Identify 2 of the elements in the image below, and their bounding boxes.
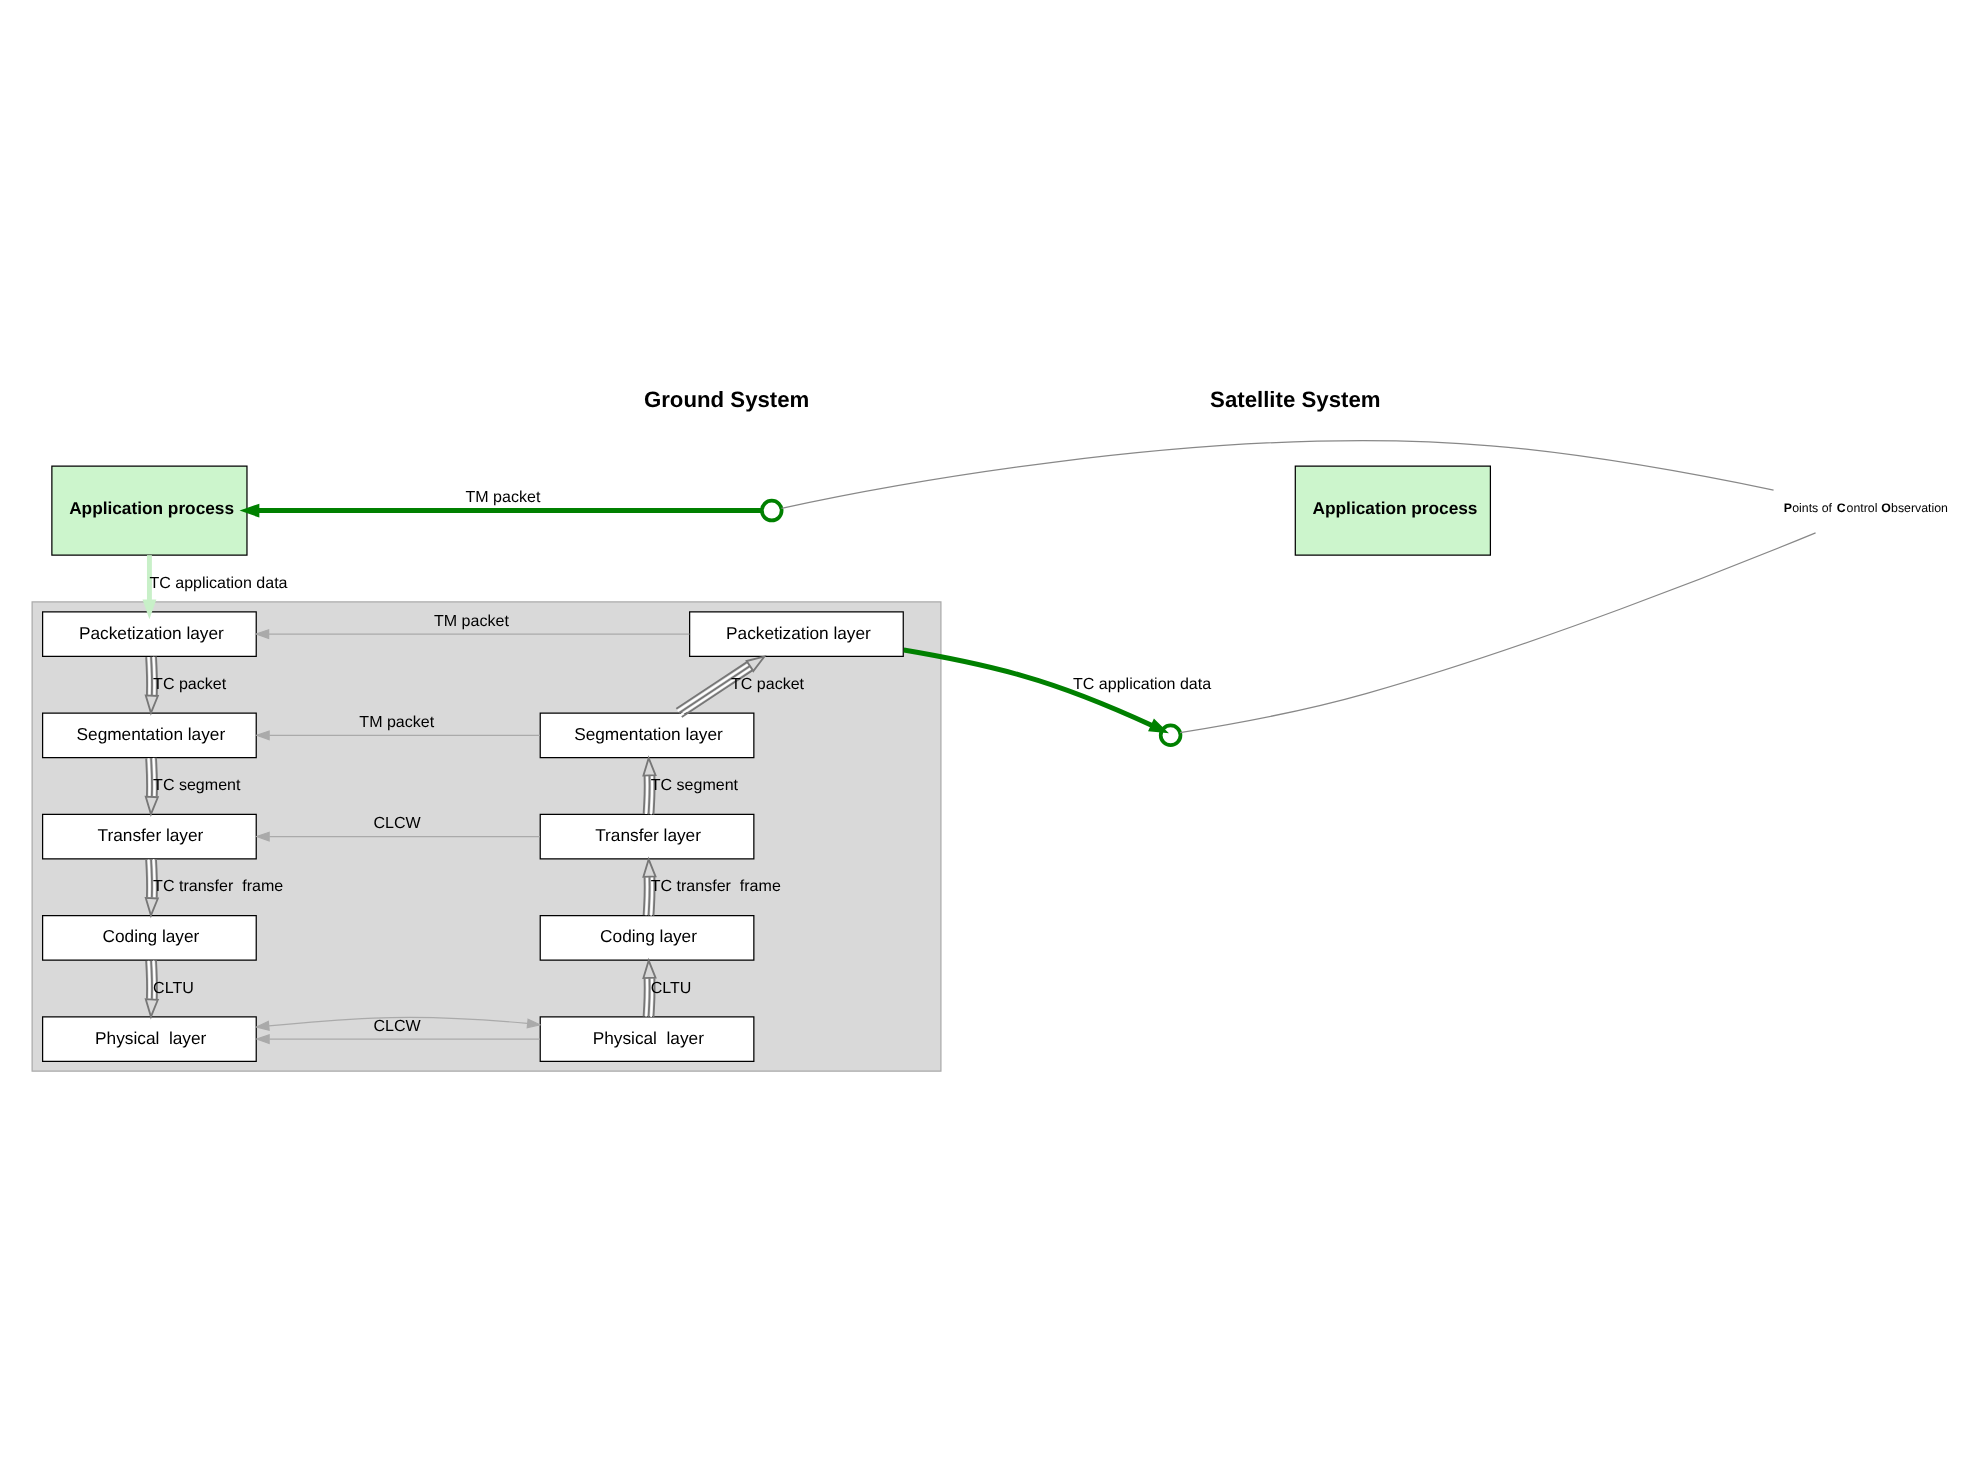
label: Ground System xyxy=(643,389,810,414)
label: Satellite System xyxy=(1210,389,1381,414)
